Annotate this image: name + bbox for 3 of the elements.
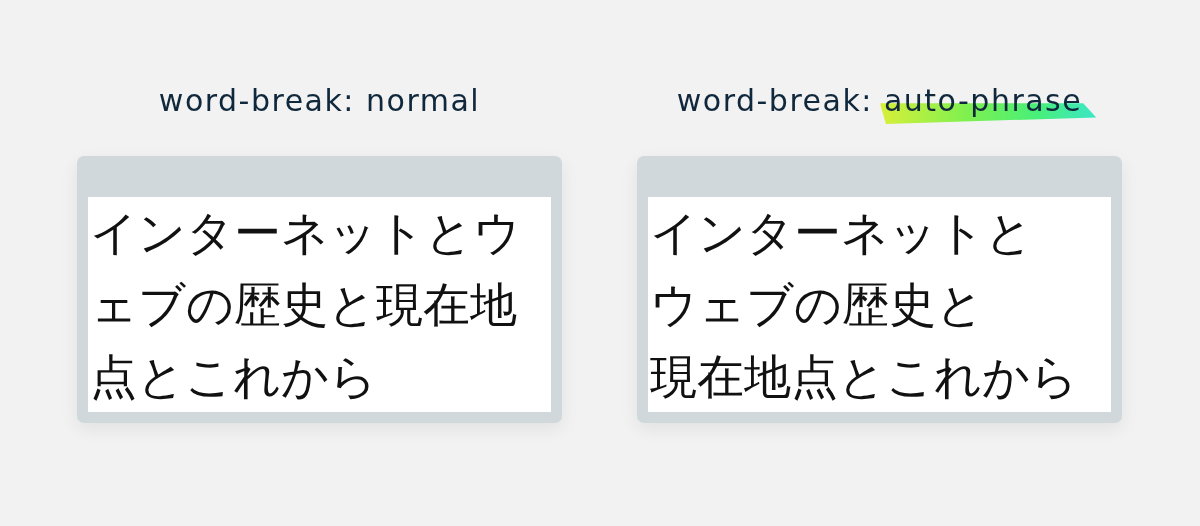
text-panel: インターネットとウェブの歴史と現在地点とこれから [648, 197, 1111, 412]
text-panel: インターネットとウェブの歴史と現在地点とこれから [88, 197, 551, 412]
heading: word-break: normal [158, 83, 481, 119]
